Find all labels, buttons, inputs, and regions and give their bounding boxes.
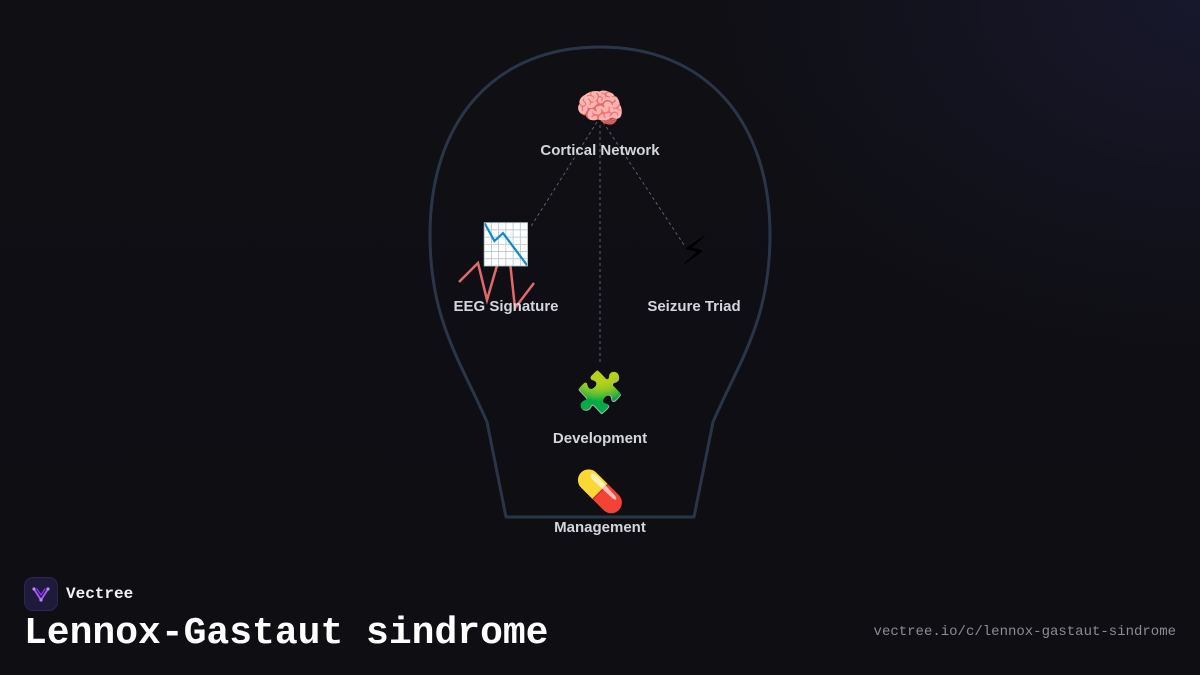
node-label-development: Development <box>553 430 647 447</box>
chart-decreasing-icon: 📉 <box>481 221 531 268</box>
page-url[interactable]: vectree.io/c/lennox-gastaut-sindrome <box>873 624 1176 640</box>
node-seizure-triad: ⚡ Seizure Triad <box>647 229 740 315</box>
node-eeg-signature: 📉 EEG Signature <box>453 221 558 315</box>
brand-name: Vectree <box>66 585 134 603</box>
node-label-seizure-triad: Seizure Triad <box>647 298 740 315</box>
node-management: 💊 Management <box>554 467 646 536</box>
puzzle-piece-icon: 🧩 <box>575 369 625 416</box>
vectree-logo-icon <box>24 577 58 611</box>
lightning-icon: ⚡ <box>680 229 708 275</box>
brain-icon: 🧠 <box>575 86 625 132</box>
node-label-management: Management <box>554 519 646 536</box>
node-cortical-network: 🧠 Cortical Network <box>540 86 660 159</box>
page-title: Lennox-Gastaut sindrome <box>24 612 549 655</box>
pill-icon: 💊 <box>575 467 625 515</box>
node-label-eeg-signature: EEG Signature <box>453 298 558 315</box>
lightbulb-outline <box>428 45 772 519</box>
connector-cortical-seizure <box>602 121 685 246</box>
brand[interactable]: Vectree <box>24 577 133 611</box>
node-development: 🧩 Development <box>553 369 647 447</box>
vectree-logo-mark <box>32 587 50 602</box>
connector-cortical-eeg <box>529 121 598 229</box>
node-label-cortical-network: Cortical Network <box>540 142 660 159</box>
eeg-wave <box>458 260 535 312</box>
